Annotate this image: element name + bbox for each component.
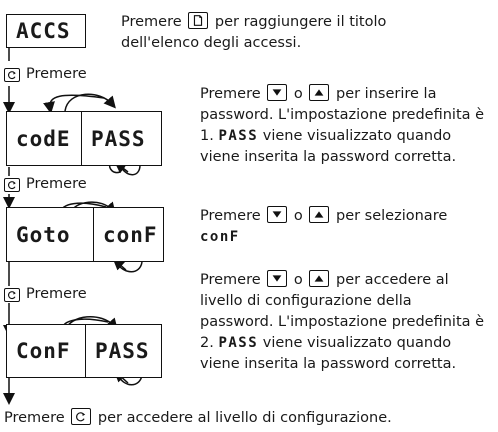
down-button-icon xyxy=(267,270,288,287)
display-goto: Goto xyxy=(6,207,94,262)
instruction-step-3: Premere o per selezionare conF xyxy=(200,206,496,248)
up-button-icon xyxy=(309,206,330,223)
final-instruction: Premere per accedere al livello di confi… xyxy=(4,408,496,429)
instruction-text: Premere xyxy=(200,272,261,288)
display-conf-2-text: ConF xyxy=(16,339,71,363)
down-button-icon xyxy=(267,206,288,223)
display-code-text: codE xyxy=(16,126,71,151)
display-accs: ACCS xyxy=(6,14,86,48)
instruction-step-1: Premere per raggiungere il titolo dell'e… xyxy=(121,12,491,54)
instruction-text: 1. xyxy=(200,128,214,144)
scroll-button-icon xyxy=(71,408,92,425)
instruction-text: Premere xyxy=(4,410,65,426)
premere-label-2: Premere xyxy=(26,176,87,192)
instruction-text: password. L'impostazione predefinita è xyxy=(200,107,485,123)
scroll-button-icon xyxy=(4,68,20,82)
instruction-text: Premere xyxy=(200,208,261,224)
display-conf-text: conF xyxy=(103,222,158,247)
instruction-text: password. L'impostazione predefinita è xyxy=(200,314,485,330)
display-goto-text: Goto xyxy=(16,222,71,247)
premere-label-3: Premere xyxy=(26,286,87,302)
instruction-step-2: Premere o per inserire la password. L'im… xyxy=(200,84,496,168)
display-code: codE xyxy=(6,111,82,166)
instruction-text: o xyxy=(293,208,303,224)
instruction-text: viene inserita la password corretta. xyxy=(200,356,457,372)
instruction-text: per accedere al livello di configurazion… xyxy=(97,410,392,426)
scroll-button-icon xyxy=(4,288,20,302)
instruction-text: per selezionare xyxy=(335,208,448,224)
display-pass-1: PASS xyxy=(82,111,162,166)
inline-display-code: conF xyxy=(200,229,240,245)
instruction-text: viene inserita la password corretta. xyxy=(200,149,457,165)
instruction-text: Premere xyxy=(200,86,261,102)
instruction-text: o xyxy=(293,86,303,102)
inline-display-code: PASS xyxy=(218,335,259,351)
up-button-icon xyxy=(309,270,330,287)
display-pass-2-text: PASS xyxy=(95,339,150,363)
instruction-text: livello di configurazione della xyxy=(200,293,412,309)
instruction-text: viene visualizzato quando xyxy=(262,128,452,144)
display-conf: conF xyxy=(94,207,164,262)
instruction-text: dell'elenco degli accessi. xyxy=(121,35,302,51)
down-button-icon xyxy=(267,84,288,101)
display-conf-2: ConF xyxy=(6,324,86,378)
instruction-text: o xyxy=(293,272,303,288)
premere-label-1: Premere xyxy=(26,66,87,82)
scroll-button-icon xyxy=(4,178,20,192)
instruction-text: per inserire la xyxy=(335,86,437,102)
instruction-text: per raggiungere il titolo xyxy=(214,14,387,30)
display-pass-1-text: PASS xyxy=(91,126,146,151)
instruction-step-4: Premere o per accedere al livello di con… xyxy=(200,270,496,375)
display-accs-text: ACCS xyxy=(16,19,71,43)
inline-display-code: PASS xyxy=(218,128,259,144)
display-pass-2: PASS xyxy=(86,324,162,378)
instruction-text: per accedere al xyxy=(335,272,449,288)
instruction-text: viene visualizzato quando xyxy=(262,335,452,351)
up-button-icon xyxy=(309,84,330,101)
instruction-text: 2. xyxy=(200,335,214,351)
instruction-text: Premere xyxy=(121,14,182,30)
page-button-icon xyxy=(188,12,209,29)
